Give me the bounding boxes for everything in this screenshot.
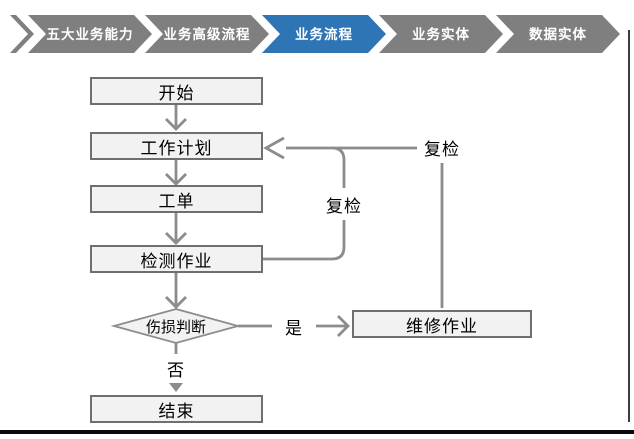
breadcrumb-lead-chevron-icon	[10, 15, 34, 53]
flow-node-repair-job: 维修作业	[352, 310, 532, 338]
arrowhead-left-icon	[263, 136, 285, 160]
arrow-inspect-recheck-to-plan	[263, 146, 346, 261]
breadcrumb-step-label: 业务流程	[295, 26, 353, 42]
page-bottom-border	[0, 430, 634, 434]
arrowhead-down-icon	[165, 118, 187, 131]
breadcrumb-step-business-process-active[interactable]: 业务流程	[262, 15, 386, 53]
flow-node-inspection-job: 检测作业	[90, 245, 263, 273]
flow-node-end: 结束	[90, 395, 263, 423]
breadcrumb-step-capabilities[interactable]: 五大业务能力	[28, 15, 152, 53]
edge-label-recheck-from-repair: 复检	[417, 131, 467, 163]
edge-label-recheck-from-inspect: 复检	[319, 188, 369, 220]
breadcrumb-step-business-entity[interactable]: 业务实体	[379, 15, 503, 53]
edge-label-yes: 是	[285, 318, 303, 338]
page-right-border	[628, 30, 630, 422]
arrow-repair-recheck-to-plan	[286, 146, 444, 308]
breadcrumb-step-label: 业务高级流程	[164, 26, 251, 42]
arrowhead-solid-down-icon	[169, 383, 183, 392]
arrowhead-down-icon	[165, 173, 187, 186]
arrowhead-down-icon	[165, 232, 187, 245]
breadcrumb-step-data-entity[interactable]: 数据实体	[496, 15, 620, 53]
flow-node-start: 开始	[90, 77, 263, 105]
flow-node-work-order: 工单	[90, 185, 263, 213]
breadcrumb-step-label: 数据实体	[529, 26, 587, 42]
breadcrumb-step-label: 业务实体	[412, 26, 470, 42]
arrowhead-right-icon	[337, 315, 350, 337]
decision-diamond-shape	[110, 308, 242, 344]
edge-label-no: 否	[167, 360, 185, 380]
flow-node-work-plan: 工作计划	[90, 132, 263, 160]
breadcrumb-step-highlevel-process[interactable]: 业务高级流程	[145, 15, 269, 53]
flow-node-damage-decision-label: 伤损判断	[145, 319, 206, 336]
arrowhead-down-icon	[165, 296, 187, 309]
breadcrumb: 五大业务能力 业务高级流程 业务流程 业务实体 数据实体	[10, 15, 620, 53]
breadcrumb-step-label: 五大业务能力	[47, 26, 134, 42]
